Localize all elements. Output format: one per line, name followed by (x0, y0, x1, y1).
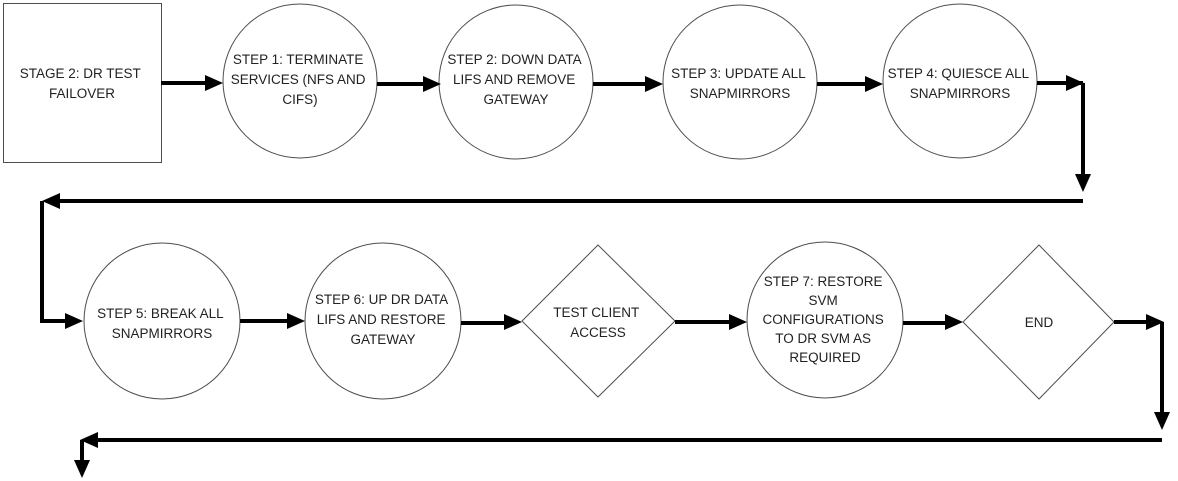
label-step6: STEP 6: UP DR DATA LIFS AND RESTORE GATE… (315, 292, 451, 347)
label-step2: STEP 2: DOWN DATA LIFS AND REMOVE GATEWA… (447, 52, 584, 107)
arrowhead (287, 313, 305, 329)
label-step4: STEP 4: QUIESCE ALL SNAPMIRRORS (888, 66, 1033, 101)
node-stage2-box (3, 3, 162, 163)
arrowhead (1066, 75, 1084, 91)
node-step1-circle (222, 3, 378, 159)
label-step5: STEP 5: BREAK ALL SNAPMIRRORS (97, 306, 227, 341)
arrowhead (74, 460, 90, 478)
flow-connectors (40, 75, 1170, 478)
node-end-diamond (962, 244, 1115, 400)
node-step4-circle (882, 3, 1038, 159)
arrowhead (205, 75, 223, 91)
label-end: END (1025, 315, 1054, 330)
label-step1: STEP 1: TERMINATE SERVICES (NFS AND CIFS… (231, 52, 370, 107)
label-step3: STEP 3: UPDATE ALL SNAPMIRRORS (671, 66, 809, 101)
arrowhead (42, 193, 60, 209)
node-test-client-diamond (521, 244, 676, 398)
arrowhead (1154, 412, 1170, 430)
arrowhead (865, 76, 883, 92)
arrowhead (80, 432, 98, 448)
arrowhead (945, 314, 963, 330)
node-step5-circle (83, 242, 241, 400)
arrowhead (1146, 314, 1164, 330)
node-step7-circle (746, 241, 904, 399)
label-test-client: TEST CLIENT ACCESS (553, 305, 643, 340)
arrowhead (645, 76, 663, 92)
label-step7: STEP 7: RESTORE SVM CONFIGURATIONS TO DR… (762, 274, 887, 365)
connector-down-left-to-step5 (40, 201, 67, 323)
arrowhead (423, 76, 441, 92)
arrowhead (729, 314, 747, 330)
label-stage2: STAGE 2: DR TEST FAILOVER (20, 66, 145, 101)
arrowhead (504, 314, 522, 330)
arrowhead (65, 313, 83, 329)
node-step3-circle (662, 4, 818, 160)
arrowhead (1075, 174, 1091, 192)
